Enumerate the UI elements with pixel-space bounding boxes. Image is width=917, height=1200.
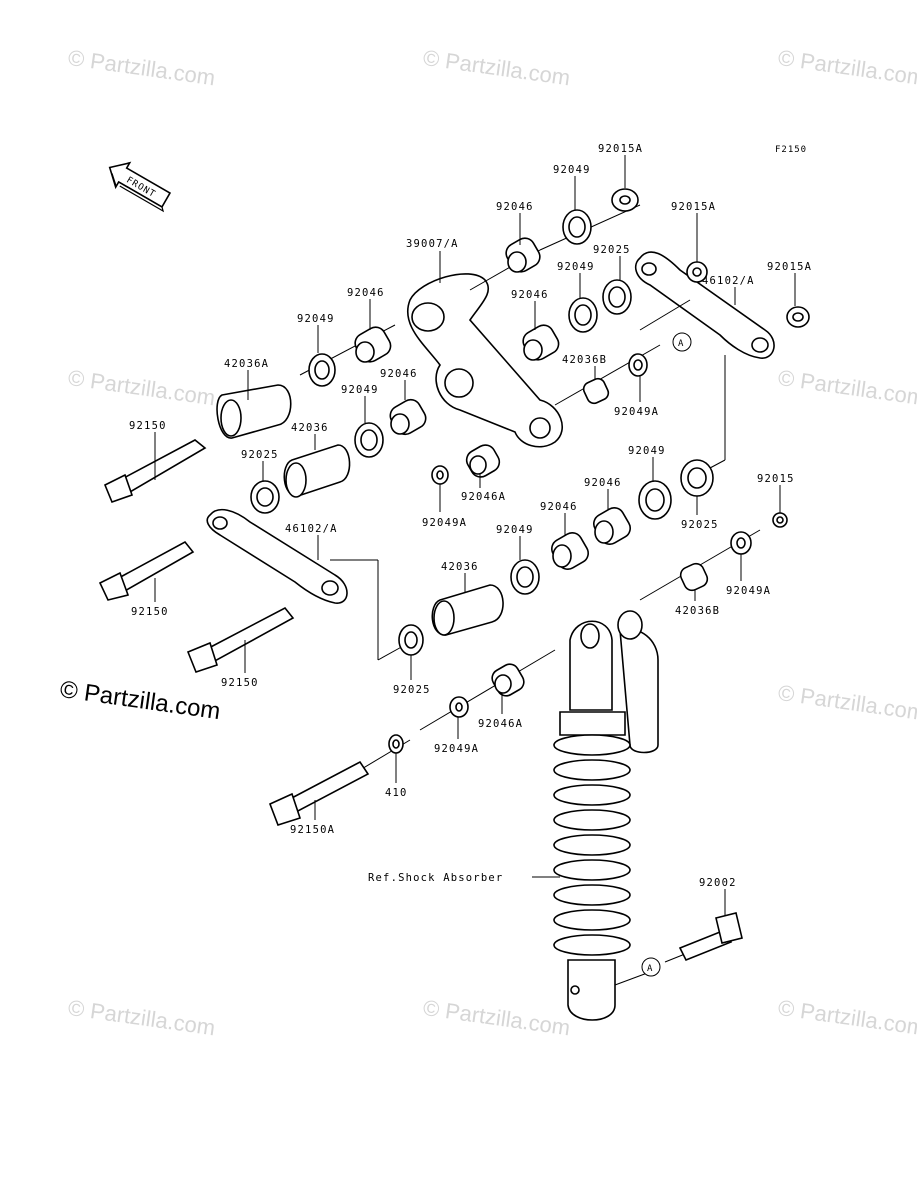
label-92150: 92150 <box>131 606 169 618</box>
collar-92015A-far-right <box>786 306 810 328</box>
label-92049A: 92049A <box>614 406 659 418</box>
label-92049: 92049 <box>628 445 666 457</box>
spring-coils <box>553 734 631 956</box>
label-92015: 92015 <box>757 473 795 485</box>
washer-92025-lower-left <box>398 624 424 656</box>
collar-92049-lower-left <box>354 422 384 458</box>
bearing-92046-lower-a <box>593 507 631 545</box>
label-92046: 92046 <box>380 368 418 380</box>
label-92046A: 92046A <box>461 491 506 503</box>
collar-92049-lower <box>510 559 540 595</box>
shock-absorber <box>553 610 659 1021</box>
bolt-92150-low <box>186 606 295 673</box>
label-39007A: 39007/A <box>406 238 459 250</box>
bolt-92002 <box>678 912 743 962</box>
svg-text:A: A <box>647 964 653 974</box>
sleeve-42036-upper <box>283 444 351 498</box>
collar-92015A-right <box>686 261 708 283</box>
leader-lines <box>154 155 796 915</box>
label-42036B: 42036B <box>675 605 720 617</box>
label-92049: 92049 <box>341 384 379 396</box>
figure-code: F2150 <box>775 145 807 155</box>
washer-92025-lower-right <box>680 459 714 497</box>
svg-text:A: A <box>678 339 684 349</box>
bearing-92046A-upper <box>465 444 501 478</box>
label-92046: 92046 <box>347 287 385 299</box>
bearing-92046-top <box>505 237 541 273</box>
collar-92049A-right <box>730 531 752 555</box>
bearing-92046-mid <box>522 324 560 361</box>
collar-92015-right <box>772 512 788 528</box>
bolt-92150A <box>268 760 370 826</box>
label-92049: 92049 <box>557 261 595 273</box>
label-42036: 42036 <box>291 422 329 434</box>
tie-rod-left-46102 <box>206 508 348 604</box>
label-92150: 92150 <box>221 677 259 689</box>
label-92015A: 92015A <box>671 201 716 213</box>
collar-92049-mid <box>568 297 598 333</box>
label-92025: 92025 <box>393 684 431 696</box>
sleeve-42036A <box>216 384 292 439</box>
front-arrow-icon: FRONT <box>108 161 172 213</box>
bearing-92046-lower-b <box>551 532 589 570</box>
tie-rod-right-46102 <box>634 251 775 359</box>
label-42036: 42036 <box>441 561 479 573</box>
part-labels: 92015A 92049 92046 39007/A 92015A 92025 … <box>129 143 812 889</box>
label-42036A: 42036A <box>224 358 269 370</box>
label-92049A: 92049A <box>422 517 467 529</box>
label-92150: 92150 <box>129 420 167 432</box>
bolt-92150-mid <box>98 540 195 601</box>
label-92049A: 92049A <box>726 585 771 597</box>
washer-92025-left <box>250 480 280 514</box>
washer-410 <box>388 734 404 754</box>
label-46102A: 46102/A <box>702 275 755 287</box>
label-92002: 92002 <box>699 877 737 889</box>
label-92025: 92025 <box>241 449 279 461</box>
bearing-92046-left <box>354 326 392 363</box>
collar-92049A-left <box>431 465 449 485</box>
collar-92049A-upper <box>628 353 648 377</box>
bearing-92046-lower-left <box>389 398 427 436</box>
label-92049: 92049 <box>553 164 591 176</box>
label-92049: 92049 <box>496 524 534 536</box>
label-92015A: 92015A <box>767 261 812 273</box>
label-92150A: 92150A <box>290 824 335 836</box>
sleeve-42036B-lower <box>679 562 709 592</box>
label-92046: 92046 <box>540 501 578 513</box>
collar-92015A-top <box>611 188 639 212</box>
label-92049A: 92049A <box>434 743 479 755</box>
ref-marker-top: A <box>672 332 692 352</box>
label-410: 410 <box>385 787 408 799</box>
label-42036B: 42036B <box>562 354 607 366</box>
guide-lines <box>299 204 761 986</box>
collar-92049-top <box>562 209 592 245</box>
label-92015A: 92015A <box>598 143 643 155</box>
bearing-92046A-lower <box>491 663 525 697</box>
label-92046: 92046 <box>496 201 534 213</box>
label-92046A: 92046A <box>478 718 523 730</box>
collar-92049-lower-right <box>638 480 672 520</box>
sleeve-42036-lower <box>431 584 504 636</box>
label-92046: 92046 <box>584 477 622 489</box>
rocker-arm-39007 <box>407 273 564 448</box>
label-92046: 92046 <box>511 289 549 301</box>
washer-92025-right <box>602 279 632 315</box>
label-46102A: 46102/A <box>285 523 338 535</box>
collar-92049A-lower <box>449 696 469 718</box>
label-ref-shock-absorber: Ref.Shock Absorber <box>368 872 503 884</box>
sleeve-42036B-upper <box>582 377 610 405</box>
ref-marker-bottom: A <box>641 957 661 977</box>
collar-92049-left <box>308 353 336 387</box>
bolt-92150-top <box>103 439 207 504</box>
label-92025: 92025 <box>593 244 631 256</box>
label-92049: 92049 <box>297 313 335 325</box>
label-92025: 92025 <box>681 519 719 531</box>
